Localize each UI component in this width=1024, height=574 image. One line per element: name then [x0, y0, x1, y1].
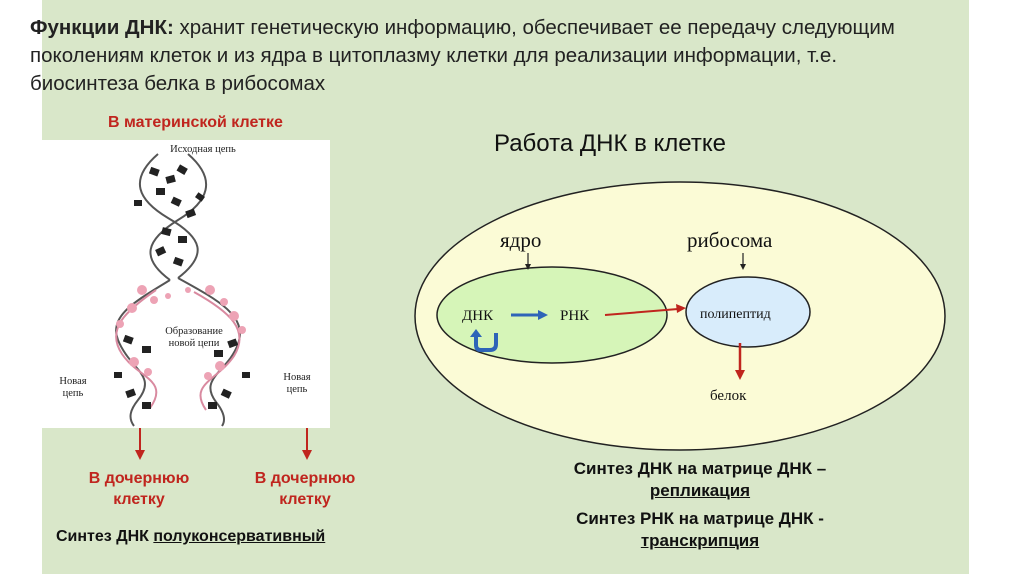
protein-label: белок	[710, 388, 747, 404]
dna-replication-image: Исходная цепь Образование новой цепи Нов…	[38, 140, 330, 428]
nucleus-label: ядро	[500, 228, 541, 252]
original-strand-label: Исходная цепь	[170, 144, 236, 155]
dna-helix-illustration	[114, 153, 250, 427]
replication-line: Синтез ДНК на матрице ДНК –	[573, 459, 827, 478]
transcription-term: транскрипция	[640, 531, 760, 550]
ribosome-label: рибосома	[687, 228, 773, 252]
dna-work-heading: Работа ДНК в клетке	[494, 130, 726, 157]
cell-outline	[414, 181, 946, 451]
polypeptide-label: полипептид	[700, 307, 771, 322]
transcription-caption: Синтез РНК на матрице ДНК - транскрипция	[490, 508, 910, 552]
semiconservative-term: полуконсервативный	[153, 528, 326, 545]
semiconservative-prefix: Синтез ДНК	[56, 528, 154, 545]
transcription-line: Синтез РНК на матрице ДНК -	[576, 509, 824, 528]
ribosome-oval	[685, 276, 811, 348]
daughter-cell-right-label: В дочернюю клетку	[254, 470, 356, 508]
title-text: хранит генетическую информацию, обеспечи…	[30, 16, 895, 95]
daughter-cell-left-label: В дочернюю клетку	[88, 470, 190, 508]
dna-label: ДНК	[462, 308, 494, 324]
replication-caption: Синтез ДНК на матрице ДНК – репликация	[490, 458, 910, 502]
slide-title: Функции ДНК: хранит генетическую информа…	[30, 14, 910, 98]
new-strand-right-label: Новая цепь	[283, 372, 311, 395]
mother-cell-label: В материнской клетке	[108, 114, 283, 131]
new-strand-left-label: Новая цепь	[59, 376, 87, 399]
replication-term: репликация	[649, 481, 751, 500]
title-bold: Функции ДНК:	[30, 16, 174, 39]
formation-label: Образование новой цепи	[165, 326, 223, 349]
semiconservative-caption: Синтез ДНК полуконсервативный	[56, 526, 325, 548]
rna-label: РНК	[560, 308, 590, 324]
